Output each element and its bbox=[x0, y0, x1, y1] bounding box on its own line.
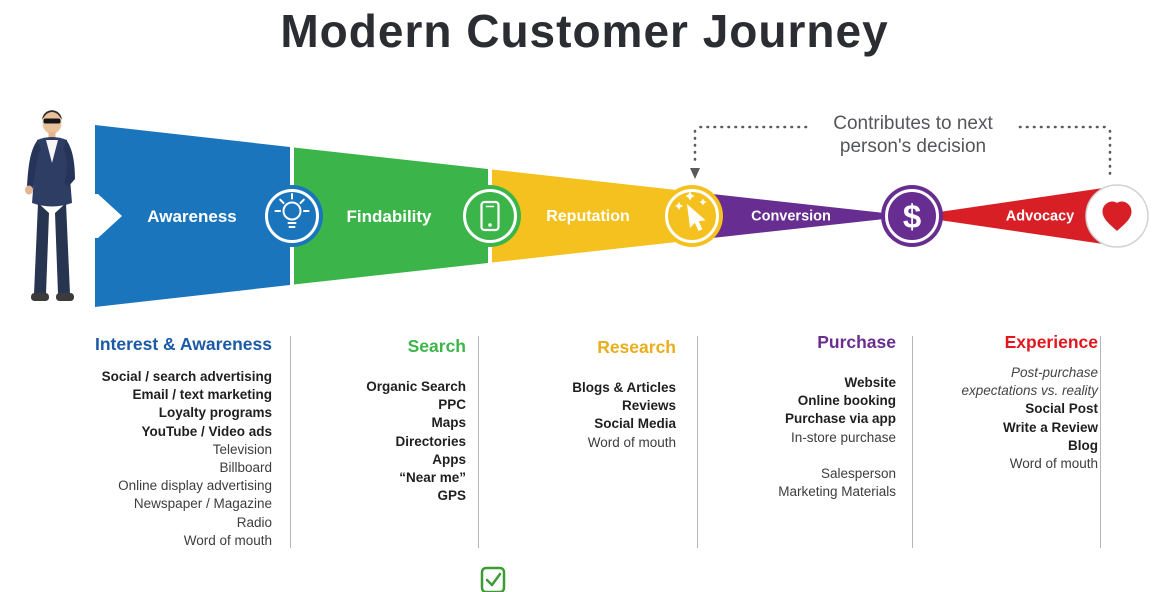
channel-item: Reviews bbox=[621, 398, 676, 414]
channel-item: Loyalty programs bbox=[158, 405, 272, 421]
dollar-symbol: $ bbox=[903, 198, 921, 235]
channel-item: YouTube / Video ads bbox=[141, 423, 272, 439]
channel-item: Word of mouth bbox=[587, 434, 676, 450]
mobile-phone-icon bbox=[459, 185, 521, 247]
wedge-conversion bbox=[694, 192, 912, 240]
column-divider bbox=[478, 336, 479, 548]
channel-item: Online booking bbox=[797, 393, 896, 409]
annotation-connector-right bbox=[1018, 125, 1112, 178]
logo-icon bbox=[480, 566, 506, 592]
start-arrow-icon bbox=[70, 194, 122, 238]
channel-item: Directories bbox=[395, 433, 466, 449]
channel-item: Word of mouth bbox=[1009, 456, 1098, 472]
channel-item: Word of mouth bbox=[183, 532, 272, 548]
channel-item: Email / text marketing bbox=[132, 387, 272, 403]
stage-label-reputation: Reputation bbox=[546, 208, 630, 225]
stage-label-awareness: Awareness bbox=[147, 207, 236, 226]
annotation-line-2: person's decision bbox=[839, 136, 987, 157]
channel-item: Social Media bbox=[594, 416, 676, 432]
channel-item: “Near me” bbox=[399, 470, 466, 486]
wedge-findability bbox=[294, 147, 488, 285]
page-title: Modern Customer Journey bbox=[280, 5, 889, 57]
channel-item: GPS bbox=[437, 488, 466, 504]
wedge-awareness bbox=[95, 125, 290, 307]
channel-item: expectations vs. reality bbox=[961, 383, 1098, 399]
channel-item: Marketing Materials bbox=[778, 484, 896, 500]
column-header: Research bbox=[597, 337, 676, 357]
stage-label-conversion: Conversion bbox=[751, 209, 831, 225]
channel-item: Blogs & Articles bbox=[572, 380, 676, 395]
channel-item: Purchase via app bbox=[784, 411, 896, 427]
channel-item: In-store purchase bbox=[790, 429, 896, 445]
column-header: Search bbox=[407, 336, 466, 356]
person-illustration bbox=[25, 110, 75, 301]
channel-item: Television bbox=[212, 441, 272, 457]
channel-item bbox=[690, 447, 896, 465]
channel-item: Organic Search bbox=[366, 379, 466, 394]
wedge-reputation bbox=[492, 169, 690, 263]
arrowhead-down-icon bbox=[690, 168, 700, 179]
channel-item: Maps bbox=[431, 415, 466, 431]
stage-label-advocacy: Advocacy bbox=[1006, 209, 1075, 225]
channel-item: Newspaper / Magazine bbox=[133, 496, 272, 512]
annotation-line-1: Contributes to next bbox=[833, 113, 993, 134]
wedge-advocacy bbox=[912, 186, 1117, 246]
stage-label-findability: Findability bbox=[347, 207, 433, 226]
column-divider bbox=[912, 336, 913, 548]
column-experience: Experience Post-purchase expectations vs.… bbox=[920, 332, 1098, 473]
channel-item: Blog bbox=[1068, 437, 1098, 453]
column-divider bbox=[290, 336, 291, 548]
channel-item: Radio bbox=[236, 514, 272, 530]
lightbulb-icon bbox=[261, 185, 323, 247]
column-divider bbox=[1100, 336, 1101, 548]
column-header: Purchase bbox=[817, 332, 896, 352]
channel-item: Social / search advertising bbox=[101, 369, 272, 384]
heart-icon bbox=[1085, 184, 1149, 248]
dollar-icon: $ bbox=[881, 185, 943, 247]
column-header: Interest & Awareness bbox=[94, 334, 272, 354]
channel-item: Salesperson bbox=[820, 465, 896, 481]
column-divider bbox=[697, 336, 698, 548]
channel-item: Post-purchase bbox=[1010, 365, 1098, 380]
channel-item: Website bbox=[844, 375, 896, 390]
channel-item: Write a Review bbox=[1002, 419, 1098, 435]
annotation-text: Contributes to next person's decision bbox=[788, 112, 1038, 158]
channel-item: PPC bbox=[438, 397, 466, 413]
tap-click-icon bbox=[661, 185, 723, 247]
channel-item: Social Post bbox=[1025, 401, 1098, 417]
column-header: Experience bbox=[1004, 332, 1098, 352]
channel-item: Apps bbox=[432, 451, 466, 467]
annotation-connector-left bbox=[693, 125, 808, 168]
channel-item: Online display advertising bbox=[118, 478, 272, 494]
column-interest-awareness: Interest & Awareness Social / search adv… bbox=[30, 334, 272, 550]
channel-item: Billboard bbox=[219, 460, 272, 476]
